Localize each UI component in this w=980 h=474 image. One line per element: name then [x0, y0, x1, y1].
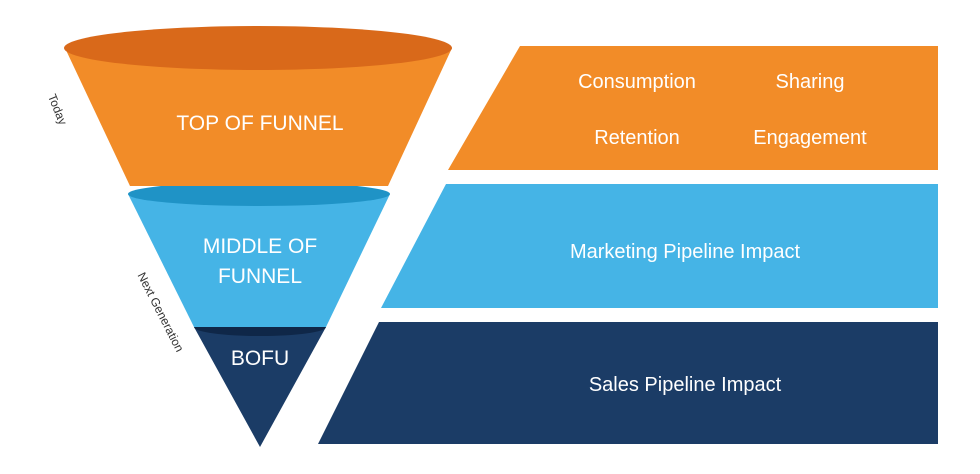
funnel-middle-segment [128, 194, 390, 327]
marketing-pipeline-impact-label: Marketing Pipeline Impact [570, 241, 801, 263]
bofu-label: BOFU [231, 347, 289, 370]
retention-label: Retention [594, 127, 680, 149]
engagement-label: Engagement [753, 127, 867, 149]
top-band [448, 46, 938, 170]
funnel-middle-rim [128, 182, 390, 206]
middle-band [381, 184, 938, 308]
middle-of-funnel-label-line2: FUNNEL [218, 265, 302, 288]
sharing-label: Sharing [776, 71, 845, 93]
funnel-bottom-segment [194, 327, 326, 447]
consumption-label: Consumption [578, 71, 696, 93]
sales-pipeline-impact-label: Sales Pipeline Impact [589, 374, 782, 396]
middle-of-funnel-label-line1: MIDDLE OF [203, 235, 317, 258]
funnel-top-segment [65, 48, 452, 186]
top-of-funnel-label: TOP OF FUNNEL [176, 112, 343, 135]
bottom-band [318, 322, 938, 444]
funnel-top-rim [64, 26, 452, 70]
